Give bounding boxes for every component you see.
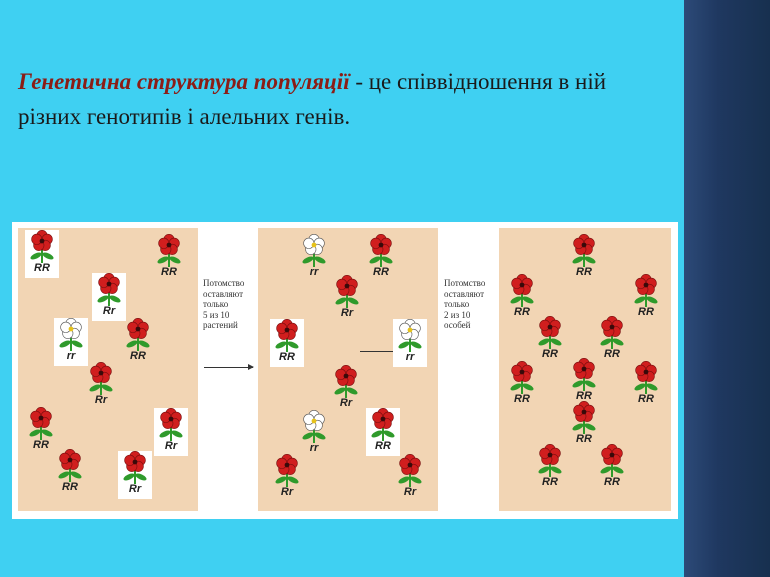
selection-figure: Потомство оставляют только 5 из 10 расте…	[12, 222, 678, 519]
genotype-label: RR	[576, 390, 592, 402]
genotype-label: Rr	[128, 483, 142, 495]
red-flower-icon	[366, 234, 396, 273]
genotype-label: RR	[375, 440, 391, 452]
genotype-label: RR	[576, 433, 592, 445]
genotype-label: Rr	[102, 305, 116, 317]
red-flower-icon	[569, 401, 599, 440]
red-flower-icon	[395, 454, 425, 493]
red-flower-icon	[55, 449, 85, 488]
arrow-icon	[204, 364, 254, 370]
white-flower-icon	[56, 318, 86, 357]
genotype-label: RR	[33, 439, 49, 451]
genotype-label: RR	[514, 306, 530, 318]
red-flower-icon	[154, 234, 184, 273]
genotype-label: Rr	[339, 397, 353, 409]
red-flower-icon	[535, 316, 565, 355]
note-line: Потомство	[444, 278, 486, 288]
genotype-label: RR	[62, 481, 78, 493]
genotype-label: RR	[604, 348, 620, 360]
note-line: оставляют	[444, 288, 485, 299]
genotype-label: RR	[542, 476, 558, 488]
red-flower-icon	[569, 234, 599, 273]
selection-note-2: Потомство оставляют только 2 из 10 особе…	[444, 278, 502, 331]
note-line: 5 из 10	[203, 309, 230, 320]
note-line: оставляют	[203, 288, 244, 299]
genotype-label: Rr	[403, 486, 417, 498]
genotype-label: rr	[309, 442, 319, 454]
genotype-label: RR	[542, 348, 558, 360]
red-flower-icon	[631, 361, 661, 400]
genotype-label: rr	[66, 350, 76, 362]
genotype-label: Rr	[340, 307, 354, 319]
white-flower-icon	[299, 410, 329, 449]
note-line: только	[203, 299, 229, 309]
red-flower-icon	[27, 230, 57, 269]
red-flower-icon	[156, 408, 186, 447]
decorative-side-band	[684, 0, 770, 577]
genotype-label: RR	[279, 351, 295, 363]
note-line: 2 из 10	[444, 309, 471, 320]
red-flower-icon	[120, 451, 150, 490]
red-flower-icon	[26, 407, 56, 446]
red-flower-icon	[94, 273, 124, 312]
red-flower-icon	[86, 362, 116, 401]
red-flower-icon	[331, 365, 361, 404]
red-flower-icon	[123, 318, 153, 357]
genotype-label: RR	[576, 266, 592, 278]
genotype-label: RR	[638, 393, 654, 405]
genotype-label: Rr	[280, 486, 294, 498]
heading-definition: - це співвідношення в ній різних генотип…	[18, 69, 607, 129]
slide-heading: Генетична структура популяції - це співв…	[18, 64, 668, 134]
red-flower-icon	[332, 275, 362, 314]
red-flower-icon	[535, 444, 565, 483]
genotype-label: RR	[34, 262, 50, 274]
note-line: только	[444, 299, 470, 309]
genotype-label: RR	[514, 393, 530, 405]
genotype-label: rr	[309, 266, 319, 278]
red-flower-icon	[597, 444, 627, 483]
red-flower-icon	[507, 274, 537, 313]
genotype-label: Rr	[94, 394, 108, 406]
heading-term: Генетична структура популяції	[18, 69, 350, 94]
white-flower-icon	[299, 234, 329, 273]
red-flower-icon	[272, 319, 302, 358]
note-line: растений	[203, 320, 238, 330]
genotype-label: Rr	[164, 440, 178, 452]
red-flower-icon	[507, 361, 537, 400]
white-flower-icon	[395, 319, 425, 358]
genotype-label: RR	[638, 306, 654, 318]
genotype-label: RR	[604, 476, 620, 488]
note-line: особей	[444, 320, 471, 330]
genotype-label: RR	[130, 350, 146, 362]
red-flower-icon	[368, 408, 398, 447]
red-flower-icon	[272, 454, 302, 493]
selection-note-1: Потомство оставляют только 5 из 10 расте…	[203, 278, 261, 331]
red-flower-icon	[631, 274, 661, 313]
red-flower-icon	[597, 316, 627, 355]
genotype-label: RR	[373, 266, 389, 278]
genotype-label: rr	[405, 351, 415, 363]
red-flower-icon	[569, 358, 599, 397]
genotype-label: RR	[161, 266, 177, 278]
note-line: Потомство	[203, 278, 245, 288]
